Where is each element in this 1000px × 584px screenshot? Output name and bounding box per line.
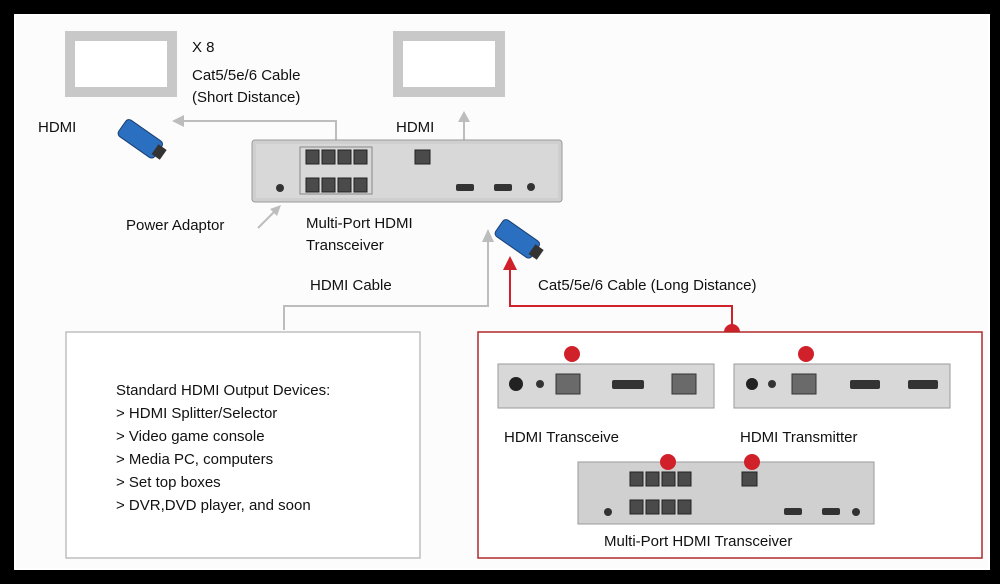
hdmi-center-label: HDMI	[396, 119, 435, 136]
arrow-short-distance	[182, 120, 337, 140]
main-multiport-device	[251, 139, 563, 203]
options-multiport-label: Multi-Port HDMI Transceiver	[604, 533, 793, 550]
transceive-device	[497, 363, 715, 409]
hdmi-adapter-left	[117, 119, 167, 160]
hdmi-cable-label: HDMI Cable	[310, 277, 392, 294]
transmitter-label: HDMI Transmitter	[740, 429, 858, 446]
power-arrow-head	[270, 205, 281, 216]
arrow-short-head	[172, 115, 184, 127]
sources-title: Standard HDMI Output Devices:	[116, 382, 331, 399]
transceive-label: HDMI Transceive	[504, 429, 620, 446]
transmitter-dot	[798, 346, 814, 362]
hdmi-adapter-right	[494, 219, 544, 260]
hdmi-cable-line	[283, 240, 489, 330]
display-left	[65, 31, 177, 97]
short-cable-label: Cat5/5e/6 Cable	[192, 67, 301, 84]
options-multiport-dot-1	[660, 454, 676, 470]
sources-item: > Set top boxes	[116, 474, 221, 491]
power-adaptor-label: Power Adaptor	[126, 217, 225, 234]
short-cable-note: (Short Distance)	[192, 89, 301, 106]
hdmi-left-label: HDMI	[38, 119, 77, 136]
sources-box	[65, 331, 421, 559]
sources-item: > Media PC, computers	[116, 451, 274, 468]
main-device-label-2: Transceiver	[306, 237, 384, 254]
sources-item: > DVR,DVD player, and soon	[116, 497, 311, 514]
sources-list: Standard HDMI Output Devices: > HDMI Spl…	[116, 379, 330, 517]
options-multiport-dot-2	[744, 454, 760, 470]
main-device-label-1: Multi-Port HDMI	[306, 215, 413, 232]
transmitter-device	[733, 363, 951, 409]
transceive-dot	[564, 346, 580, 362]
sources-item: > Video game console	[116, 428, 265, 445]
sources-item: > HDMI Splitter/Selector	[116, 405, 278, 422]
long-distance-head	[503, 256, 517, 270]
multiplier-label: X 8	[192, 39, 215, 56]
long-distance-line	[509, 268, 733, 332]
hdmi-cable-head	[482, 229, 494, 242]
display-center	[393, 31, 505, 97]
long-cable-label: Cat5/5e/6 Cable (Long Distance)	[538, 277, 757, 294]
arrow-to-display-head	[458, 111, 470, 122]
options-multiport-device	[577, 461, 875, 525]
power-arrow	[257, 209, 277, 229]
